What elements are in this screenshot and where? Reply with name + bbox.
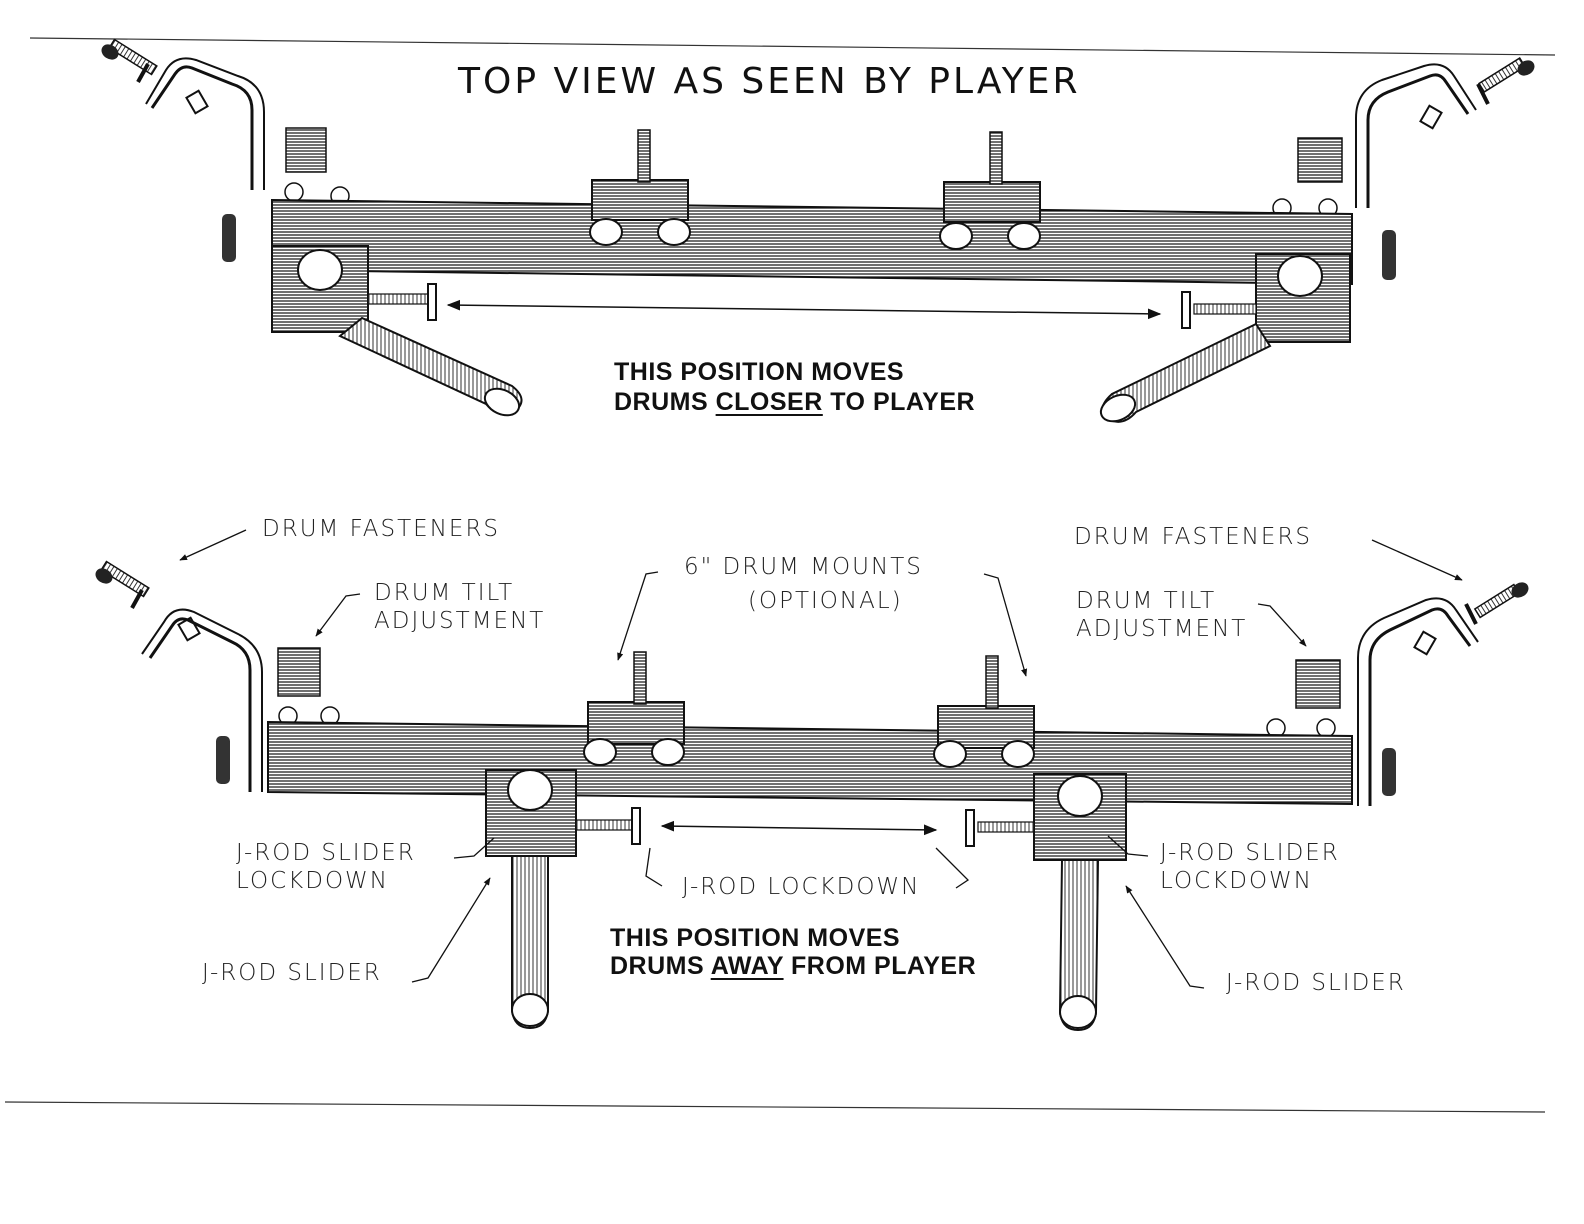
leader-fasteners-right: [1371, 539, 1463, 581]
label-slider-lockdown-left-1: J-ROD SLIDER: [236, 840, 416, 866]
left-fastener-screw-bottom: [95, 560, 150, 609]
leader-slider-lockdown-left: [453, 837, 495, 859]
top-caption-post: TO PLAYER: [822, 388, 976, 416]
bottom-assembly: [95, 529, 1529, 1032]
leader-jrod-lockdown-left: [645, 847, 663, 887]
bottom-caption-line1: THIS POSITION MOVES: [610, 924, 901, 952]
leader-mounts-left: [617, 571, 659, 661]
label-drum-mounts-2: (OPTIONAL): [748, 588, 903, 614]
label-drum-tilt-right-1: DRUM TILT: [1076, 588, 1217, 614]
label-drum-fasteners-right: DRUM FASTENERS: [1074, 524, 1313, 550]
bottom-caption-line2: DRUMS AWAY FROM PLAYER: [610, 954, 976, 979]
right-bracket-bottom: [1368, 607, 1472, 806]
label-slider-lockdown-right-2: LOCKDOWN: [1160, 868, 1314, 894]
top-travel-arrow: [446, 299, 1162, 320]
label-drum-mounts-1: 6" DRUM MOUNTS: [684, 554, 923, 580]
right-fastener-screw: [1476, 57, 1535, 105]
leader-fasteners-left: [179, 529, 247, 561]
label-slider-lockdown-right-1: J-ROD SLIDER: [1160, 840, 1340, 866]
leader-tilt-left: [315, 593, 361, 637]
leader-tilt-right: [1257, 603, 1307, 647]
leader-mounts-right: [983, 573, 1028, 677]
bottom-border-line: [4, 1101, 1546, 1113]
leader-jrod-slider-left: [411, 877, 491, 983]
top-assembly: [101, 38, 1535, 423]
bottom-caption-pre: DRUMS: [610, 952, 711, 980]
left-bracket: [150, 65, 254, 190]
bottom-caption-post: FROM PLAYER: [783, 952, 977, 980]
label-drum-tilt-left-2: ADJUSTMENT: [374, 608, 546, 634]
label-jrod-slider-right: J-ROD SLIDER: [1226, 970, 1406, 996]
label-drum-tilt-right-2: ADJUSTMENT: [1076, 616, 1248, 642]
left-fastener-screw: [101, 38, 158, 83]
top-caption-line2: DRUMS CLOSER TO PLAYER: [614, 390, 975, 415]
page-title: TOP VIEW AS SEEN BY PLAYER: [458, 61, 1081, 102]
top-caption-emphasis: CLOSER: [715, 388, 823, 416]
top-main-bar: [271, 198, 1353, 286]
leader-jrod-lockdown-right: [935, 847, 970, 889]
bottom-main-bar: [267, 720, 1353, 806]
bottom-caption-emphasis: AWAY: [710, 952, 784, 980]
top-border-line: [29, 37, 1556, 56]
label-jrod-slider-left: J-ROD SLIDER: [202, 960, 382, 986]
label-drum-tilt-left-1: DRUM TILT: [374, 580, 515, 606]
bottom-travel-arrow: [660, 820, 938, 836]
top-caption-line1: THIS POSITION MOVES: [614, 358, 905, 386]
label-drum-fasteners-left: DRUM FASTENERS: [262, 516, 501, 542]
leader-jrod-slider-right: [1125, 885, 1205, 989]
label-jrod-lockdown: J-ROD LOCKDOWN: [682, 874, 921, 900]
label-slider-lockdown-left-2: LOCKDOWN: [236, 868, 390, 894]
left-bracket-bottom: [148, 617, 252, 792]
leader-slider-lockdown-right: [1107, 835, 1149, 857]
right-bracket: [1366, 73, 1470, 208]
right-fastener-screw-bottom: [1464, 582, 1529, 625]
top-caption-pre: DRUMS: [614, 388, 716, 416]
